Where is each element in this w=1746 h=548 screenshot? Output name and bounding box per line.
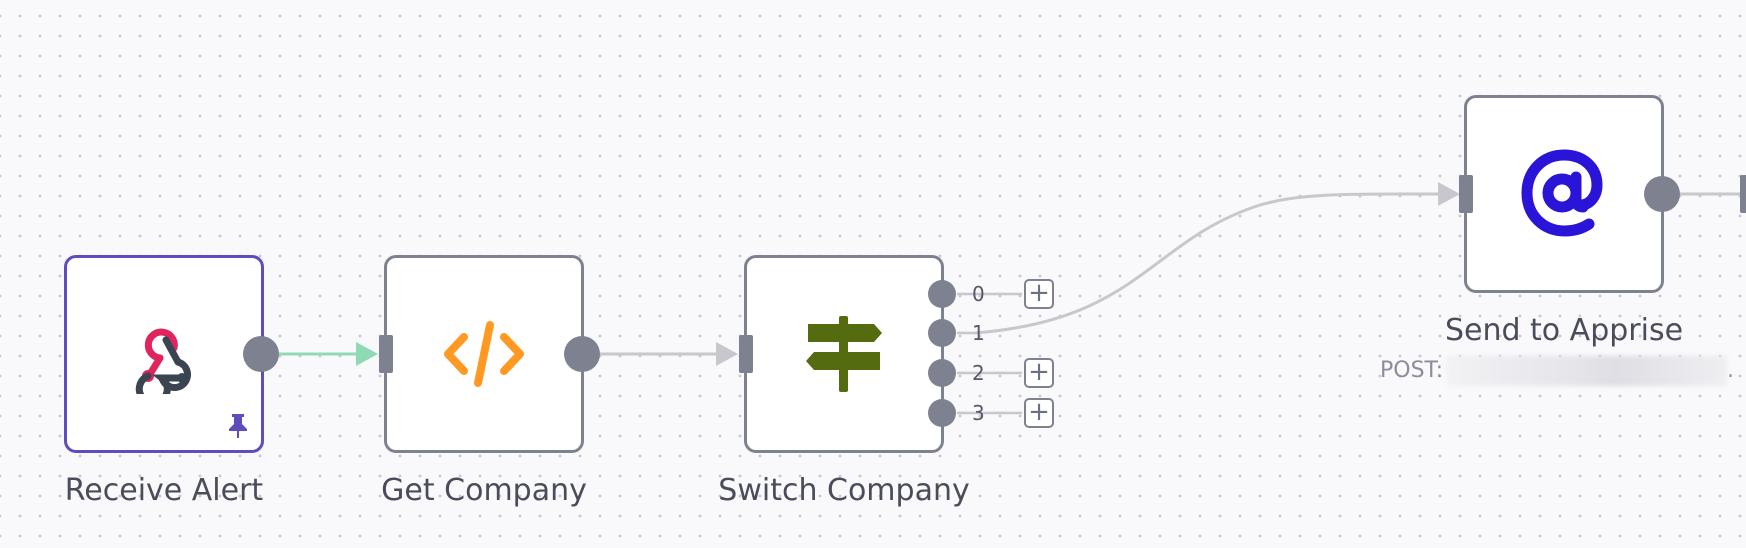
node-label-get-company: Get Company — [381, 473, 587, 508]
output-index-0: 0 — [972, 282, 985, 306]
input-handle-next-node[interactable] — [1740, 175, 1746, 213]
webhook-icon — [135, 328, 192, 394]
output-handle-switch-3[interactable] — [928, 399, 956, 427]
output-handle-switch-0[interactable] — [928, 280, 956, 308]
node-label-receive-alert: Receive Alert — [64, 473, 264, 508]
subtitle-method: POST: — [1380, 358, 1443, 383]
node-switch-company[interactable] — [744, 255, 944, 453]
pin-icon — [227, 413, 249, 444]
connection-arrow — [356, 342, 378, 366]
redacted-url — [1446, 356, 1727, 386]
add-node-button-output-2[interactable]: + — [1024, 358, 1054, 388]
add-node-button-output-0[interactable]: + — [1024, 279, 1054, 309]
output-index-3: 3 — [972, 401, 985, 425]
node-get-company[interactable] — [384, 255, 584, 453]
node-receive-alert[interactable] — [64, 255, 264, 453]
output-handle-switch-2[interactable] — [928, 359, 956, 387]
signpost-icon — [806, 316, 882, 392]
output-index-2: 2 — [972, 361, 985, 385]
connection-arrow — [1438, 182, 1460, 206]
input-handle-switch-company[interactable] — [739, 335, 753, 373]
input-handle-send-to-apprise[interactable] — [1459, 175, 1473, 213]
add-node-button-output-3[interactable]: + — [1024, 398, 1054, 428]
input-handle-get-company[interactable] — [379, 335, 393, 373]
output-handle-receive-alert[interactable] — [243, 336, 279, 372]
output-index-1: 1 — [972, 321, 985, 345]
node-label-switch-company: Switch Company — [718, 473, 970, 508]
connection-switch-to-apprise[interactable] — [974, 192, 1441, 335]
node-label-send-to-apprise: Send to Apprise — [1444, 313, 1684, 348]
node-subtitle-send-to-apprise: POST:. — [1380, 356, 1734, 386]
output-handle-switch-1[interactable] — [928, 319, 956, 347]
at-sign-icon — [1521, 149, 1603, 237]
node-send-to-apprise[interactable] — [1464, 95, 1664, 293]
connection-arrow — [716, 342, 738, 366]
output-handle-get-company[interactable] — [564, 336, 600, 372]
subtitle-trail: . — [1726, 358, 1734, 383]
output-handle-send-to-apprise[interactable] — [1644, 176, 1680, 212]
code-icon — [444, 321, 524, 387]
